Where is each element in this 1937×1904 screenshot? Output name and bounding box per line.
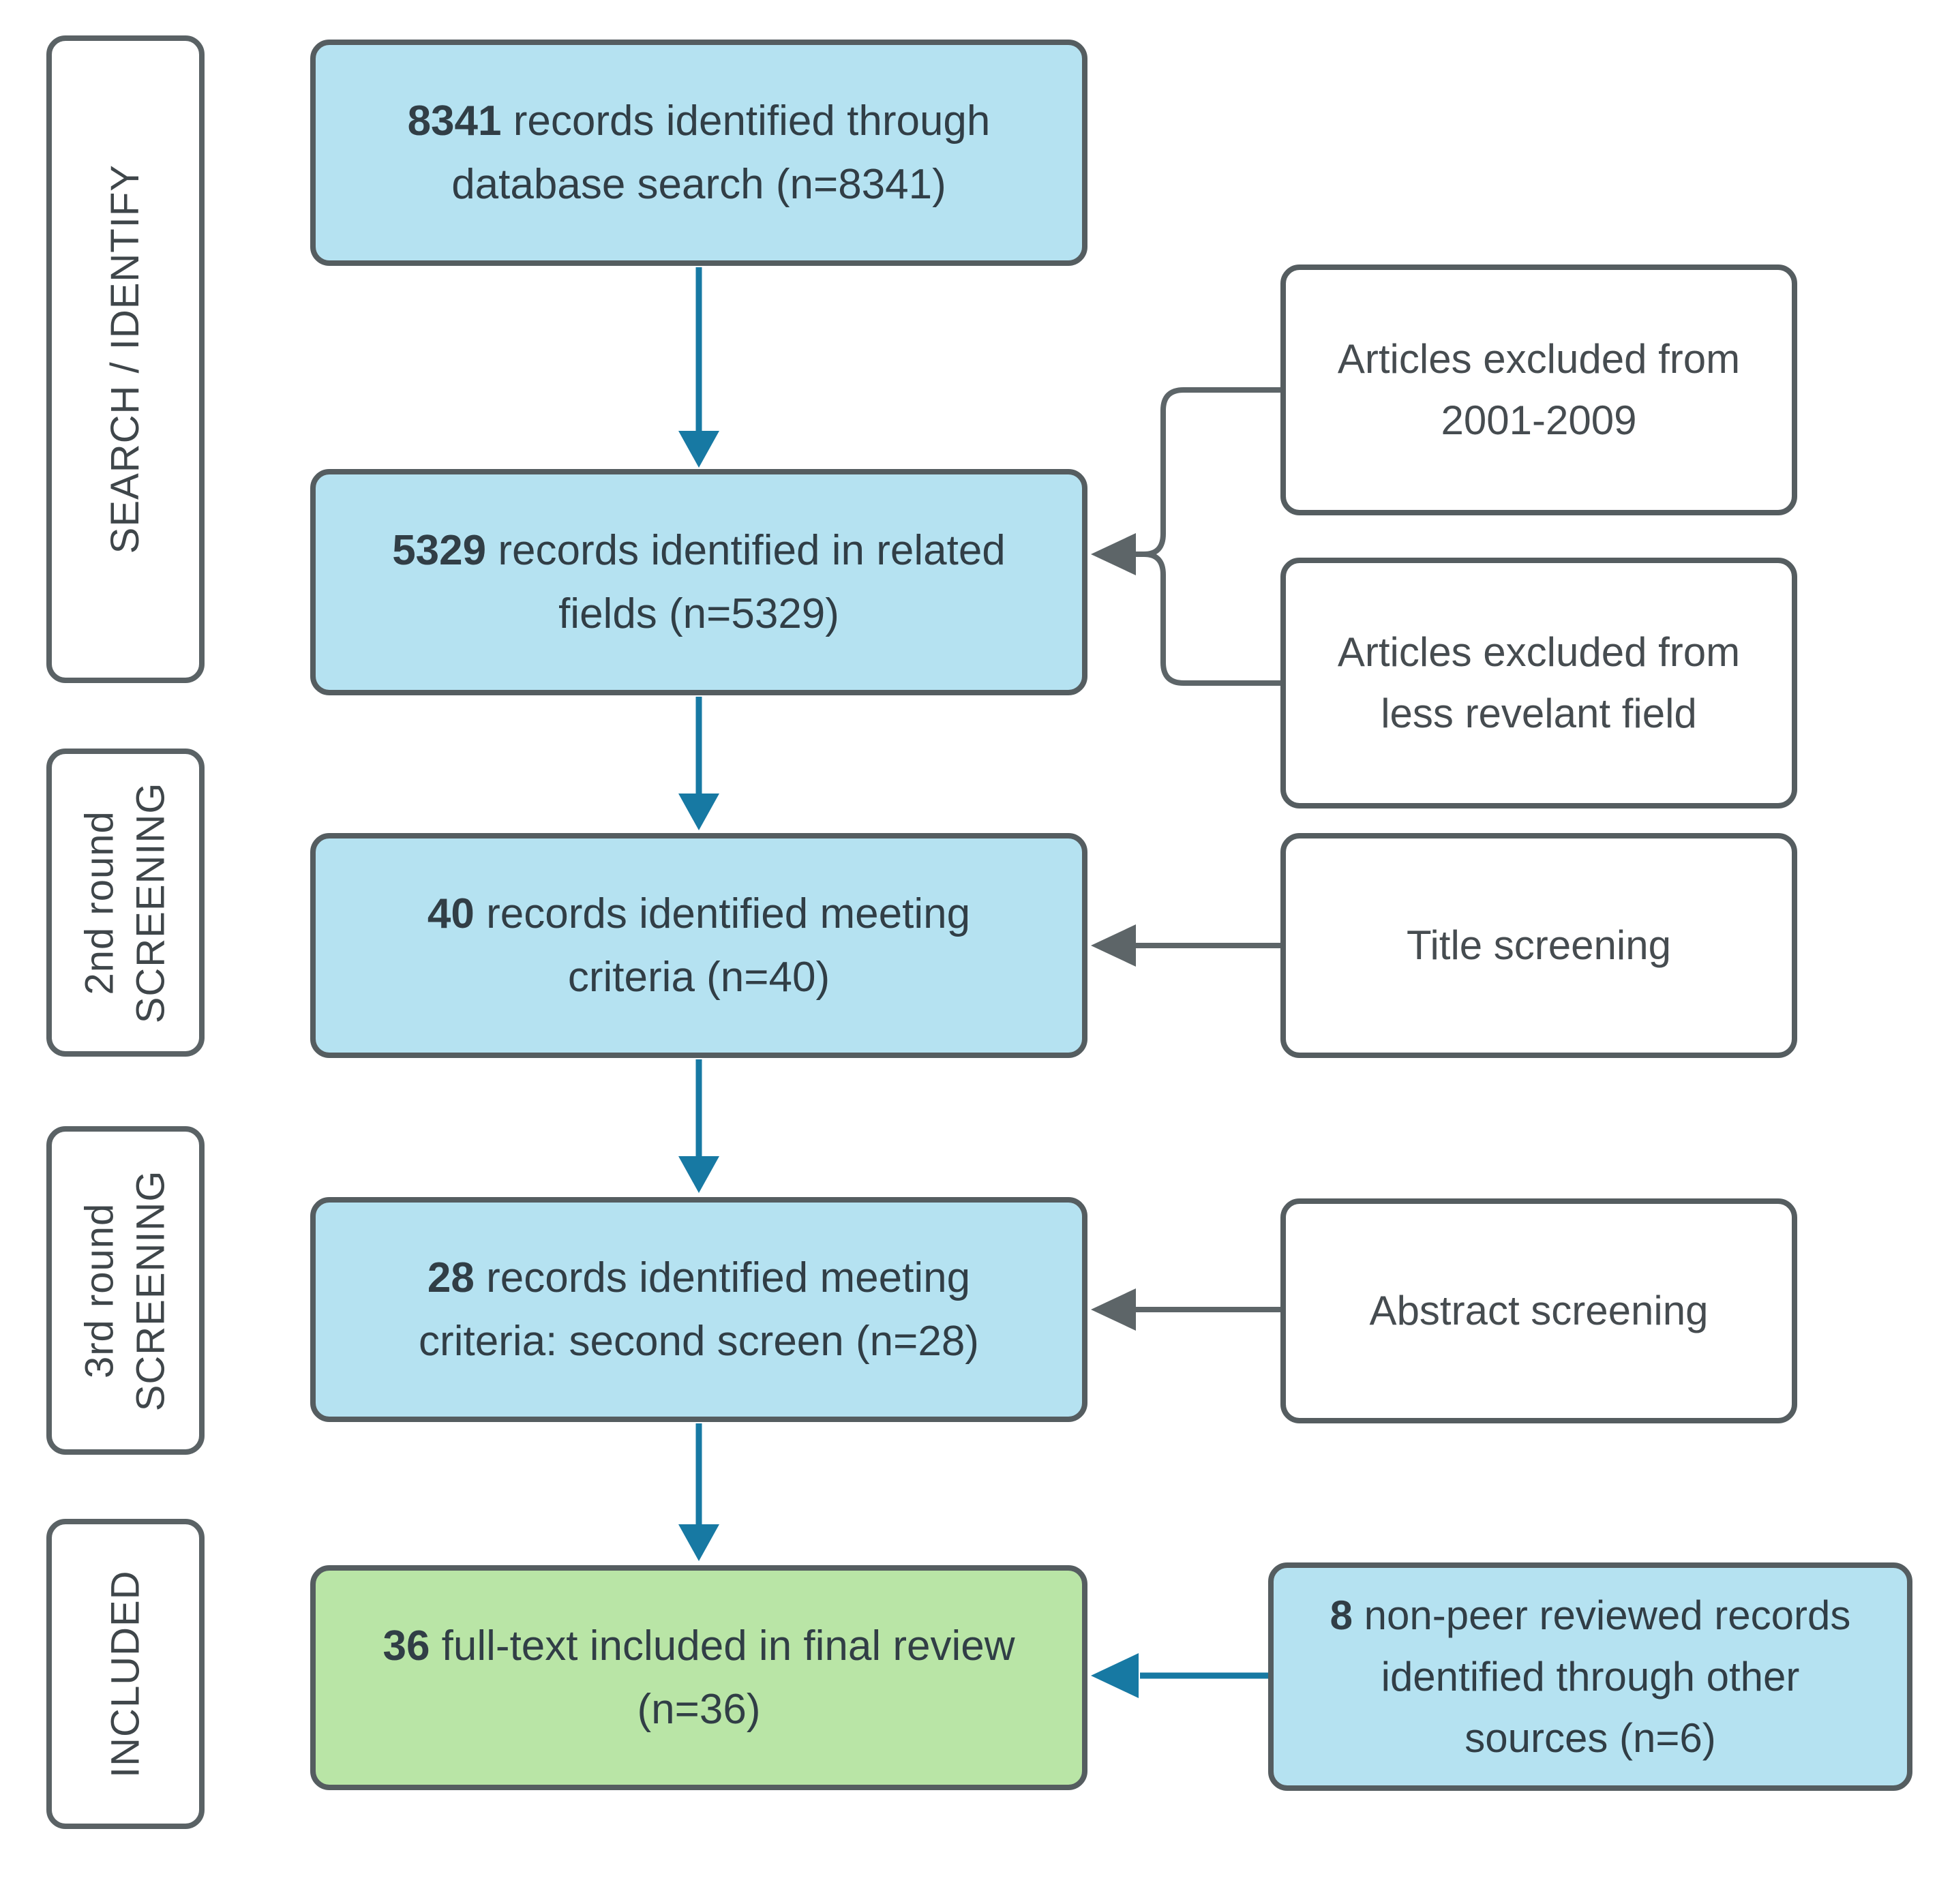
- bracket-excluded-lower: [1135, 551, 1280, 686]
- flow-box-related-fields: 5329 records identified in related field…: [310, 469, 1087, 695]
- side-box-abstract-screening: Abstract screening: [1280, 1198, 1797, 1423]
- arrow-othersources-to-included-head: [1091, 1653, 1139, 1698]
- stage-2nd-round-screening-label: 2nd round SCREENING: [77, 782, 174, 1023]
- side-box-excluded-2001-2009: Articles excluded from 2001-2009: [1280, 265, 1797, 515]
- flow-box-records-identified: 8341 records identified through database…: [310, 40, 1087, 266]
- stage-search-identify-label: SEARCH / IDENTIFY: [103, 164, 148, 554]
- side-box-excluded-less-relevant-text: Articles excluded from less revelant fie…: [1337, 629, 1741, 736]
- arrow-criteria-to-secondscreen-head: [678, 1156, 719, 1193]
- arrow-abstract-screening-head: [1091, 1288, 1136, 1331]
- arrow-identified-to-related-head: [678, 431, 719, 468]
- flow-box-final-review: 36 full-text included in final review (n…: [310, 1565, 1087, 1790]
- arrow-title-screening-head: [1091, 924, 1136, 967]
- flow-box-meeting-criteria-text: 40 records identified meeting criteria (…: [427, 890, 971, 1001]
- side-box-other-sources-text: 8 non-peer reviewed records identified t…: [1330, 1592, 1851, 1761]
- stage-2nd-round-screening: 2nd round SCREENING: [46, 749, 205, 1057]
- flow-box-final-review-text: 36 full-text included in final review (n…: [382, 1622, 1015, 1733]
- side-box-abstract-screening-text: Abstract screening: [1369, 1288, 1709, 1333]
- arrow-related-to-criteria-head: [678, 794, 719, 830]
- bracket-excluded-arrowhead: [1091, 533, 1136, 575]
- side-box-excluded-2001-2009-text: Articles excluded from 2001-2009: [1337, 336, 1741, 443]
- side-box-title-screening: Title screening: [1280, 833, 1797, 1058]
- flow-box-meeting-criteria: 40 records identified meeting criteria (…: [310, 833, 1087, 1058]
- stage-search-identify: SEARCH / IDENTIFY: [46, 35, 205, 683]
- stage-3rd-round-screening: 3rd round SCREENING: [46, 1126, 205, 1455]
- flow-box-second-screen-text: 28 records identified meeting criteria: …: [419, 1254, 979, 1365]
- flow-box-related-fields-text: 5329 records identified in related field…: [392, 527, 1006, 637]
- arrow-secondscreen-to-included-head: [678, 1524, 719, 1561]
- stage-included: INCLUDED: [46, 1519, 205, 1829]
- side-box-other-sources: 8 non-peer reviewed records identified t…: [1268, 1562, 1912, 1791]
- side-box-excluded-less-relevant: Articles excluded from less revelant fie…: [1280, 558, 1797, 809]
- flow-box-second-screen: 28 records identified meeting criteria: …: [310, 1197, 1087, 1422]
- stage-included-label: INCLUDED: [103, 1570, 148, 1778]
- side-box-title-screening-text: Title screening: [1407, 922, 1671, 968]
- stage-3rd-round-screening-label: 3rd round SCREENING: [77, 1170, 174, 1411]
- flow-box-records-identified-text: 8341 records identified through database…: [407, 97, 991, 208]
- bracket-excluded-upper: [1135, 387, 1280, 557]
